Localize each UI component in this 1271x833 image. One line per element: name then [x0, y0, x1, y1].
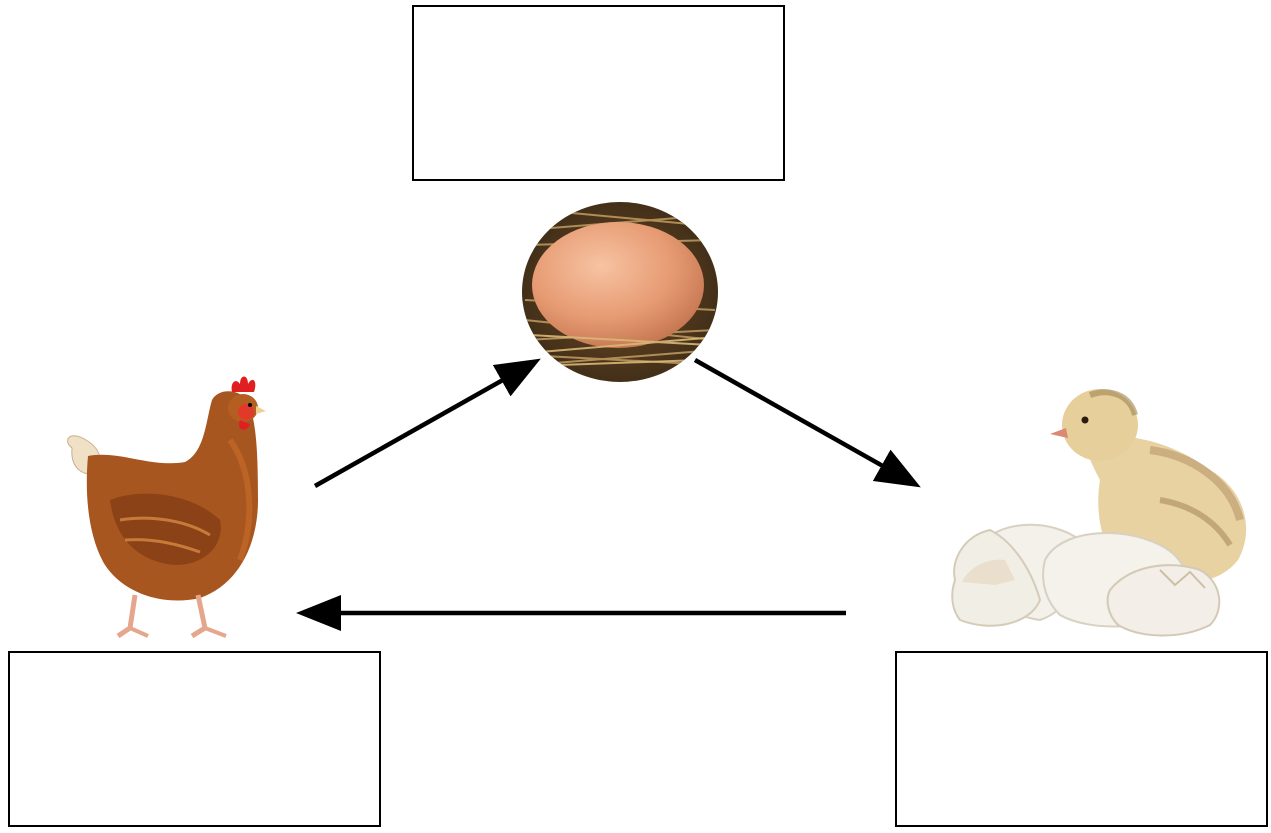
arrow-hen-to-egg [313, 358, 541, 488]
hen-label-box[interactable] [8, 651, 381, 827]
egg-label-box[interactable] [412, 5, 785, 181]
arrow-egg-to-chick [693, 358, 921, 488]
egg-image [522, 202, 718, 382]
chick-image [951, 389, 1247, 637]
chick-label-box[interactable] [895, 651, 1268, 827]
hen-image [67, 376, 266, 639]
